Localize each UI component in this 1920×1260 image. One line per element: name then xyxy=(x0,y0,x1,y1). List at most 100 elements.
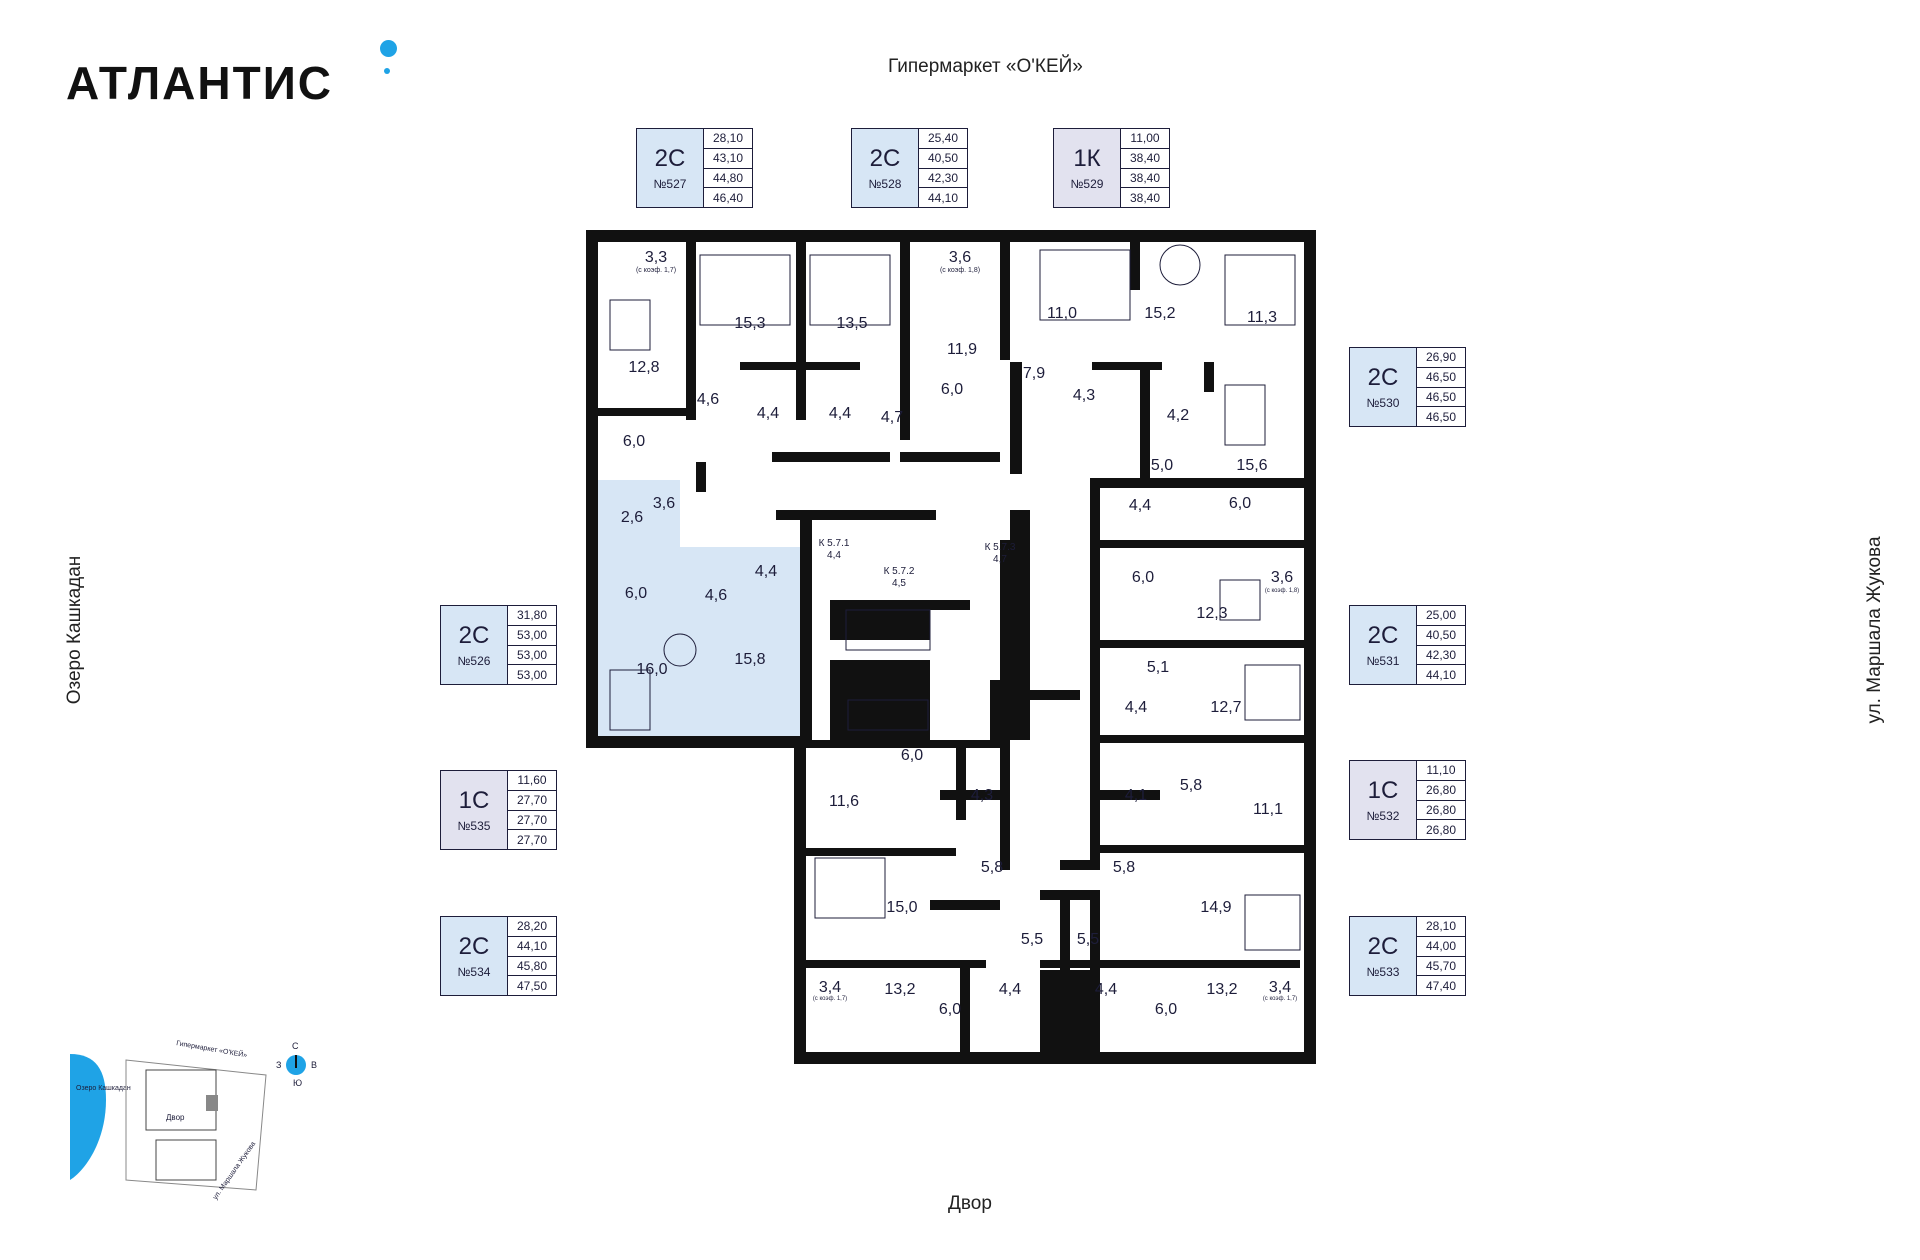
room-area-note: (с коэф. 1,7) xyxy=(813,996,847,1002)
room-area: 13,2 xyxy=(884,981,915,998)
room-area: 6,0 xyxy=(1229,495,1251,512)
apartment-number: №533 xyxy=(1366,965,1400,979)
area-value: 28,10 xyxy=(1417,917,1465,937)
area-value: 26,90 xyxy=(1417,348,1465,368)
room-area: 5,8 xyxy=(981,859,1003,876)
area-value: 46,50 xyxy=(1425,409,1457,424)
room-area: 11,3 xyxy=(1247,309,1277,326)
room-area: 6,0 xyxy=(623,433,645,450)
logo-dot-small-icon xyxy=(384,68,390,74)
area-value: 44,00 xyxy=(1417,937,1465,957)
room-area: 5,0 xyxy=(1151,457,1173,474)
room-area: 4,4 xyxy=(1095,981,1117,998)
apartment-type: 1К xyxy=(1073,145,1101,172)
fixtures xyxy=(609,244,1301,951)
room-area: 5,5 xyxy=(1077,931,1099,948)
area-value: 26,80 xyxy=(1417,801,1465,821)
room-area: 15,2 xyxy=(1144,305,1175,322)
area-value: 44,10 xyxy=(1425,667,1457,682)
area-value: 11,00 xyxy=(1121,129,1169,149)
storage-label: К 5.7.2 xyxy=(884,566,915,577)
apartment-526-highlight[interactable] xyxy=(596,547,800,740)
compass-north: С xyxy=(292,1041,299,1051)
storage-area: 4,7 xyxy=(993,554,1007,565)
apartment-number: №535 xyxy=(457,819,491,833)
room-area: 15,3 xyxy=(734,315,765,332)
logo-dot-icon xyxy=(380,40,397,57)
room-area: 3,6 xyxy=(653,495,675,512)
room-area: 3,3 xyxy=(645,249,667,266)
area-value: 26,80 xyxy=(1425,822,1457,837)
area-value: 53,00 xyxy=(508,626,556,646)
area-value: 53,00 xyxy=(508,646,556,666)
area-value: 42,30 xyxy=(919,169,967,189)
area-value: 45,70 xyxy=(1417,957,1465,977)
minimap-yard-label: Двор xyxy=(166,1113,185,1122)
room-area: 4,2 xyxy=(1167,407,1189,424)
apartment-number: №531 xyxy=(1366,654,1400,668)
apartment-number: №526 xyxy=(457,654,491,668)
area-value: 47,40 xyxy=(1425,978,1457,993)
room-area: 4,4 xyxy=(757,405,779,422)
apartment-type: 2С xyxy=(654,145,686,172)
apartment-type: 2С xyxy=(869,145,901,172)
room-area: 4,3 xyxy=(971,787,993,804)
area-value: 44,10 xyxy=(508,937,556,957)
room-area: 6,0 xyxy=(901,747,923,764)
room-area-note: (с коэф. 1,7) xyxy=(636,267,676,274)
room-area: 4,6 xyxy=(705,587,727,604)
room-area: 4,4 xyxy=(755,563,777,580)
room-area: 5,5 xyxy=(1021,931,1043,948)
apartment-type: 1С xyxy=(458,787,490,814)
area-value: 28,10 xyxy=(704,129,752,149)
area-value: 53,00 xyxy=(516,667,548,682)
area-value: 31,80 xyxy=(508,606,556,626)
room-area: 6,0 xyxy=(941,381,963,398)
brand-logo: АТЛАНТИС xyxy=(66,57,333,109)
area-value: 46,40 xyxy=(712,190,744,205)
apartment-number: №534 xyxy=(457,965,491,979)
room-area: 6,0 xyxy=(1132,569,1154,586)
room-area: 11,6 xyxy=(829,793,859,810)
area-value: 25,40 xyxy=(919,129,967,149)
room-area: 11,0 xyxy=(1047,305,1077,322)
storage-label: К 5.7.1 xyxy=(819,538,850,549)
room-area: 14,9 xyxy=(1200,899,1231,916)
area-value: 28,20 xyxy=(508,917,556,937)
room-area: 11,9 xyxy=(947,341,977,358)
room-area: 3,6 xyxy=(1271,569,1293,586)
apartment-type: 2С xyxy=(1367,364,1399,391)
room-area: 7,9 xyxy=(1023,365,1045,382)
compass-south: Ю xyxy=(293,1078,302,1088)
area-value: 11,60 xyxy=(508,771,556,791)
room-area: 15,6 xyxy=(1236,457,1267,474)
apartment-number: №530 xyxy=(1366,396,1400,410)
area-value: 38,40 xyxy=(1121,149,1169,169)
room-area: 11,1 xyxy=(1253,801,1283,818)
room-area: 12,7 xyxy=(1210,699,1241,716)
apartment-type: 2С xyxy=(1367,933,1399,960)
apartment-type: 2С xyxy=(458,933,490,960)
room-area: 4,4 xyxy=(999,981,1021,998)
area-value: 45,80 xyxy=(508,957,556,977)
storage-label: К 5.7.3 xyxy=(985,542,1016,553)
apartment-type: 1С xyxy=(1367,777,1399,804)
minimap-supermarket-label: Гипермаркет «О'КЕЙ» xyxy=(176,1038,248,1059)
area-value: 38,40 xyxy=(1129,190,1161,205)
room-area-note: (с коэф. 1,7) xyxy=(1263,996,1297,1002)
lake-shape xyxy=(70,1054,106,1180)
area-value: 40,50 xyxy=(919,149,967,169)
room-area: 3,6 xyxy=(949,249,971,266)
area-value: 27,70 xyxy=(508,791,556,811)
